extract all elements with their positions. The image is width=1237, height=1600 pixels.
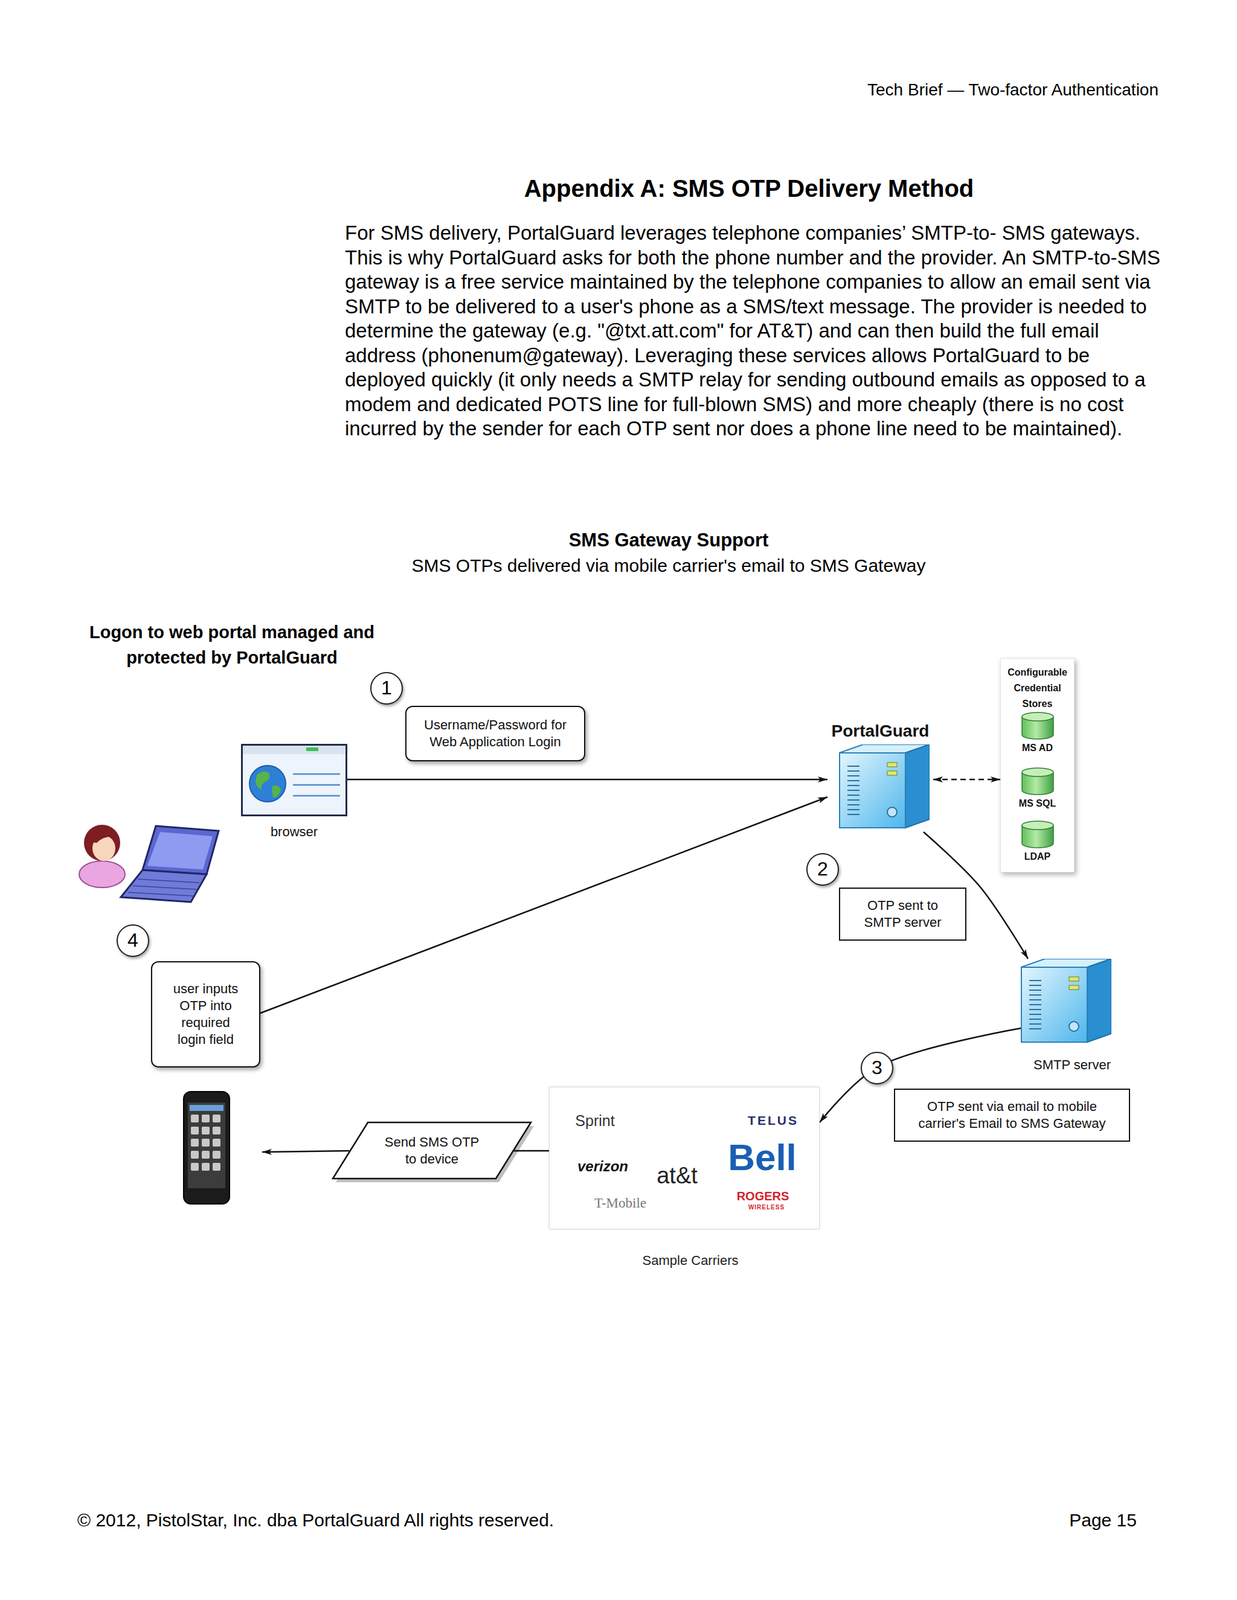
cylinder-shape <box>1021 768 1054 777</box>
laptop-icon <box>137 879 200 884</box>
node-label: MS AD <box>1021 742 1053 755</box>
callout-box: Username/Password for Web Application Lo… <box>405 706 586 762</box>
server-icon <box>838 744 930 829</box>
database-cylinder: LDAP <box>1000 820 1074 864</box>
browser-icon <box>292 773 341 776</box>
carrier-panel: Sprint TELUS verizon at&t BellT-Mobile ROGERS… <box>549 1087 820 1230</box>
server-icon <box>1020 959 1112 1043</box>
carrier-logo: Sprint <box>575 1113 615 1129</box>
carrier-logo: T-Mobile <box>594 1196 647 1211</box>
callout-number: 3 <box>860 1052 894 1085</box>
cylinder-shape <box>1020 820 1055 849</box>
database-cylinder: MS SQL <box>1000 767 1074 810</box>
node-label: Configurable Credential Stores <box>1005 665 1070 713</box>
user-icon <box>88 833 114 844</box>
server-node: PortalGuard <box>827 720 934 833</box>
node-label: user inputs OTP into required login fiel… <box>170 980 241 1049</box>
cylinder-shape <box>1020 712 1055 740</box>
user-icon <box>79 861 126 888</box>
page-title: Appendix A: SMS OTP Delivery Method <box>386 173 1112 203</box>
diagram-subtitle: SMS OTPs delivered via mobile carrier's … <box>245 555 1092 577</box>
laptop-icon <box>147 832 213 870</box>
parallelogram-shape <box>332 1122 531 1180</box>
step-box: OTP sent to SMTP server <box>838 887 967 942</box>
node-label: LDAP <box>1024 851 1051 864</box>
laptop-icon <box>128 879 200 897</box>
phone-icon <box>183 1092 230 1205</box>
diagram-heading: SMS Gateway Support <box>306 529 1032 552</box>
node-label: MS SQL <box>1018 797 1056 810</box>
callout-box: user inputs OTP into required login fiel… <box>151 961 261 1068</box>
phone-icon <box>189 1105 224 1112</box>
browser-icon <box>242 745 347 817</box>
laptop-icon <box>120 870 207 903</box>
carrier-logo: verizon <box>577 1159 629 1175</box>
user-icon <box>83 825 121 862</box>
carrier-logo: ROGERS <box>736 1190 790 1203</box>
phone-icon <box>187 1102 226 1189</box>
carrier-logo: WIRELESS <box>748 1204 785 1212</box>
browser-icon <box>292 795 341 798</box>
cylinder-shape <box>1020 767 1055 796</box>
body-paragraph: For SMS delivery, PortalGuard leverages … <box>344 221 1162 442</box>
browser-icon <box>271 785 281 799</box>
phone-icon <box>190 1114 224 1176</box>
arrow-to-phone <box>262 1151 350 1153</box>
browser-node: browser <box>240 744 348 841</box>
browser-icon <box>255 771 270 791</box>
laptop-icon <box>142 826 219 875</box>
node-label: OTP sent to SMTP server <box>857 897 949 932</box>
user-icon <box>79 825 126 888</box>
carrier-logo: at&t <box>656 1164 698 1188</box>
server-node: SMTP server <box>1020 959 1124 1074</box>
group-heading: Logon to web portal managed and protecte… <box>74 619 389 671</box>
connector <box>260 797 828 1014</box>
connector <box>933 779 1001 781</box>
carrier-logo: Bell <box>727 1139 797 1177</box>
parallelogram-shape <box>332 1122 531 1180</box>
browser-icon <box>242 745 346 755</box>
page-number: Page 15 <box>906 1510 1137 1532</box>
phone-icon <box>183 1092 230 1205</box>
callout-number: 1 <box>370 672 403 705</box>
node-label: PortalGuard <box>831 720 930 742</box>
browser-icon <box>242 745 347 817</box>
parallelogram-box: Send SMS OTP to device <box>332 1122 531 1180</box>
callout-number: 4 <box>116 924 150 958</box>
node-label: Send SMS OTP to device <box>381 1134 483 1169</box>
browser-icon <box>249 765 286 803</box>
node-label: SMTP server <box>1033 1057 1111 1074</box>
node-label: OTP sent via email to mobile carrier's E… <box>912 1098 1112 1133</box>
cylinder-shape <box>1021 712 1054 722</box>
carrier-logo: TELUS <box>747 1114 799 1128</box>
callout-number: 2 <box>806 853 839 887</box>
cylinder-shape <box>1021 821 1054 830</box>
node-label: Username/Password for Web Application Lo… <box>420 716 570 751</box>
step-box: OTP sent via email to mobile carrier's E… <box>893 1089 1131 1143</box>
credential-store-panel: Configurable Credential Stores MS AD MS SQ… <box>1000 658 1075 873</box>
connector <box>347 779 828 781</box>
laptop-icon <box>128 892 194 897</box>
browser-icon <box>292 784 341 787</box>
browser-icon <box>306 747 319 752</box>
laptop-icon <box>120 826 219 903</box>
browser-icon <box>292 774 341 797</box>
footer-copyright: © 2012, PistolStar, Inc. dba PortalGuard… <box>77 1510 863 1532</box>
database-cylinder: MS AD <box>1000 712 1074 755</box>
laptop-icon <box>132 886 197 890</box>
node-label: browser <box>270 823 318 841</box>
panel-caption: Sample Carriers <box>642 1254 739 1268</box>
page-header: Tech Brief — Two-factor Authentication <box>664 79 1159 101</box>
